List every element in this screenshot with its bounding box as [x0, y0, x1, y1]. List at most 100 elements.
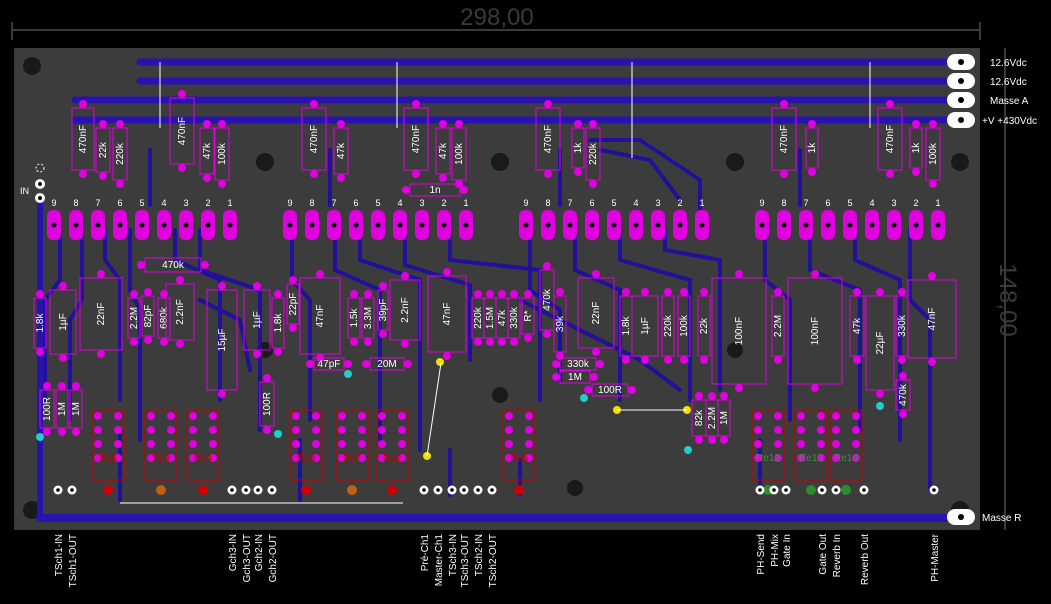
relay-label: Re3: [297, 453, 316, 464]
component-pad: [708, 392, 716, 400]
relay-pin: [754, 440, 762, 448]
signal-trace: [663, 228, 722, 392]
component-pad: [780, 100, 788, 108]
connector-label: PH-Mix: [770, 534, 781, 567]
component-pad: [130, 338, 138, 346]
component-label: 680k: [159, 306, 170, 329]
component-pad: [116, 180, 124, 188]
component: 47nF: [907, 272, 957, 366]
tube-pin-number: 2: [677, 198, 682, 208]
relay-pin: [189, 412, 197, 420]
component-pad: [218, 390, 226, 398]
tube-pin-number: 7: [331, 198, 336, 208]
component: 1k: [909, 120, 923, 176]
pad-hole: [820, 488, 824, 492]
relay-pin: [754, 412, 762, 420]
signal-trace: [198, 228, 262, 432]
component-label: 100k: [217, 142, 228, 165]
component: 47k: [849, 288, 865, 364]
pad-hole: [545, 222, 551, 228]
component-pad: [498, 338, 506, 346]
component-label: 100k: [454, 142, 465, 165]
component: 220k: [585, 120, 601, 188]
component-label: 220k: [115, 142, 126, 165]
component: 1M: [552, 370, 598, 384]
component-label: 1M: [568, 372, 582, 383]
component-pad: [58, 382, 66, 390]
relay-pin: [147, 440, 155, 448]
relay: Re2: [375, 409, 409, 495]
pad-hole: [825, 222, 831, 228]
tube-pin-number: 5: [375, 198, 380, 208]
component-pad: [218, 180, 226, 188]
component: 100nF: [787, 270, 843, 392]
component-label: 100R: [598, 385, 622, 396]
relay-pin: [292, 440, 300, 448]
relay-led-pad: [301, 485, 311, 495]
component-label: 20M: [377, 359, 396, 370]
connector-label: PH-Master: [930, 533, 941, 581]
component: 47k: [495, 290, 509, 346]
pad-hole: [490, 488, 494, 492]
mount-hole: [951, 153, 969, 171]
relay-pin: [312, 412, 320, 420]
relay-label: Re12: [756, 453, 780, 464]
relay: Re1: [91, 409, 125, 495]
component: 2.2M: [771, 288, 785, 364]
relay-pin: [167, 454, 175, 462]
tube-pin-number: 3: [891, 198, 896, 208]
tube-pin-number: 8: [309, 198, 314, 208]
relay-pin: [209, 412, 217, 420]
power-label-hv: +V +430Vdc: [982, 116, 1037, 127]
component-label: 2.2nF: [175, 299, 186, 325]
relay: Re4: [186, 409, 220, 495]
pad-hole: [139, 222, 145, 228]
component-pad: [130, 290, 138, 298]
component-label: 100nF: [734, 317, 745, 345]
pad-hole: [759, 222, 765, 228]
component-label: 1µF: [640, 317, 651, 334]
component: 1.5M: [483, 290, 497, 346]
component: 100R: [259, 374, 275, 434]
pad-hole: [758, 488, 762, 492]
component-pad: [808, 120, 816, 128]
pad-hole: [95, 222, 101, 228]
component-label: 1M: [71, 402, 82, 416]
component-pad: [774, 288, 782, 296]
component-label: 470nF: [177, 117, 188, 145]
component-label: 22pF: [288, 293, 299, 316]
component-label: 330k: [509, 306, 520, 329]
component-pad: [886, 170, 894, 178]
pad-hole: [772, 488, 776, 492]
component-pad: [886, 100, 894, 108]
component-label: 1.5k: [349, 308, 360, 328]
relay-outline: [751, 409, 785, 481]
component: 100k: [925, 120, 941, 188]
power-terminals: [947, 54, 975, 525]
component-pad: [680, 288, 688, 296]
pad-hole: [913, 222, 919, 228]
connector-label: Reverb Out: [860, 534, 871, 585]
relay-outline: [375, 409, 409, 481]
component-label: 82pF: [143, 305, 154, 328]
relay-pin: [338, 412, 346, 420]
component-pad: [144, 288, 152, 296]
component-pad: [486, 338, 494, 346]
pad-hole: [436, 488, 440, 492]
relay-pin: [774, 454, 782, 462]
component: 100k: [677, 288, 691, 364]
component-pad: [201, 261, 209, 269]
component: 82k: [691, 392, 707, 444]
component-pad: [455, 120, 463, 128]
component: 22nF: [79, 270, 123, 358]
tube-pin-number: 8: [73, 198, 78, 208]
relay-pin: [774, 426, 782, 434]
component-label: 100R: [262, 392, 273, 416]
component-pad: [774, 356, 782, 364]
relay-pin: [292, 412, 300, 420]
relay-pin: [358, 454, 366, 462]
component: 47k: [333, 120, 349, 182]
relay-pin: [505, 426, 513, 434]
